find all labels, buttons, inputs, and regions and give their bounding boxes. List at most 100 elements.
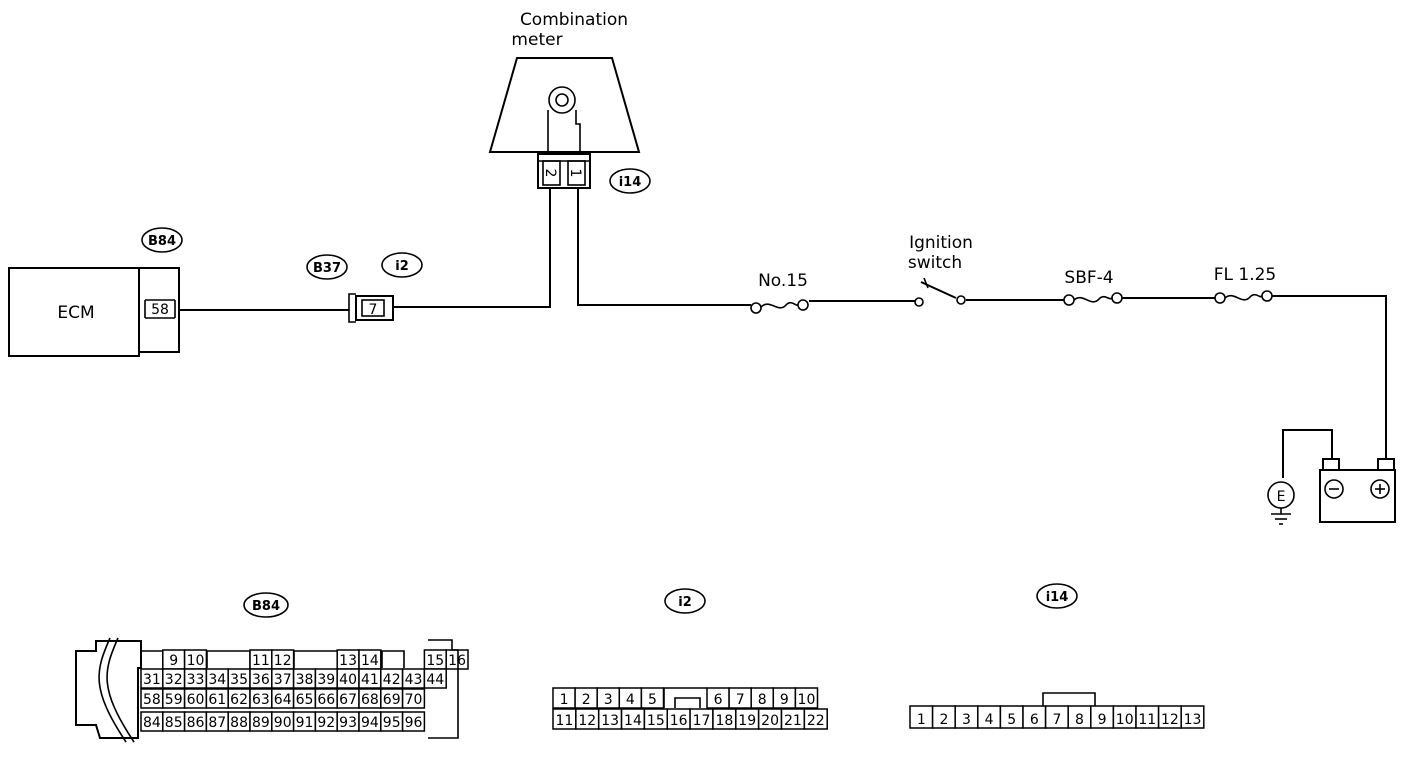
ecm-label: ECM: [57, 303, 94, 323]
meter-internal-wiring: [547, 110, 581, 152]
fuse-no15-label: No.15: [758, 271, 808, 291]
fuse-no15-element: [760, 301, 799, 309]
sbf-4-element: [1073, 295, 1113, 303]
svg-text:i2: i2: [395, 259, 409, 274]
b84-pin-58: 58: [143, 692, 161, 708]
svg-text:B37: B37: [313, 261, 341, 276]
i2-pin-5: 5: [648, 692, 657, 708]
i2-pin-19: 19: [738, 713, 756, 729]
i2-pin-2: 2: [582, 692, 591, 708]
b84-pin-15: 15: [426, 653, 444, 669]
i2-view-tag: [664, 588, 706, 614]
b84-pin-40: 40: [339, 672, 357, 688]
b84-pin-34: 34: [208, 672, 226, 688]
svg-text:i2: i2: [678, 595, 692, 610]
combination-meter-label-line1: Combination: [520, 10, 628, 30]
ignition-switch: Ignition switch: [908, 233, 973, 307]
b84-pin-92: 92: [317, 715, 335, 731]
i14-pin-2-label: 2: [542, 169, 558, 178]
i2-pin-15: 15: [647, 713, 665, 729]
i14-connector-body: [537, 153, 591, 189]
b84-pin-96-cell: [401, 711, 426, 732]
combination-meter: Combination meter 2 1 i14: [488, 10, 651, 194]
i14-pin-1: 1: [917, 712, 926, 728]
i2-pin-7: 7: [736, 692, 745, 708]
b84-pin-16: 16: [448, 653, 466, 669]
i14-pin-6: 6: [1030, 712, 1039, 728]
i2-pin-22-cell: [803, 708, 828, 730]
b84-connector-tag: [141, 227, 183, 253]
b84-pin-96: 96: [405, 715, 423, 731]
wire-battery-neg-to-ground: [1282, 429, 1333, 478]
wire-fl-to-battery-pos: [1272, 295, 1387, 460]
i14-view-tag: [1036, 583, 1078, 609]
sbf-4-label: SBF-4: [1064, 268, 1113, 288]
i2-pin-10-cell: [794, 687, 819, 709]
i2-connector-tag: [381, 252, 423, 278]
svg-text:i14: i14: [1046, 590, 1069, 605]
b84-pin-90: 90: [274, 715, 292, 731]
i14-pin-12: 12: [1161, 712, 1179, 728]
i14-pin-11: 11: [1138, 712, 1156, 728]
i2-pin-12: 12: [578, 713, 596, 729]
b84-pin-13: 13: [339, 653, 357, 669]
i14-view-lock: [1042, 692, 1096, 706]
ecm: ECM 58 B84: [8, 227, 183, 357]
b84-pin-36: 36: [252, 672, 270, 688]
combination-meter-label-line2: meter: [511, 30, 562, 50]
b84-pin-85: 85: [165, 715, 183, 731]
i2-pin-4: 4: [626, 692, 635, 708]
b84-pin-37: 37: [274, 672, 292, 688]
i14-pin-13-cell: [1180, 705, 1205, 729]
b84-pin-88: 88: [230, 715, 248, 731]
b84-pin-67: 67: [339, 692, 357, 708]
b84-pin-10: 10: [187, 653, 205, 669]
b84-view-housing-right: [428, 639, 459, 739]
bulb-filament: [555, 93, 569, 107]
battery: [1319, 458, 1396, 523]
i2-pin-18: 18: [715, 713, 733, 729]
b84-pin-38: 38: [296, 672, 314, 688]
b84-pin-61: 61: [208, 692, 226, 708]
ecm-pin-58: 58: [151, 302, 169, 318]
b84-pin-84: 84: [143, 715, 161, 731]
battery-pos-terminal: [1377, 458, 1395, 471]
b84-pin-86: 86: [187, 715, 205, 731]
b84-pin-65: 65: [296, 692, 314, 708]
i14-pin-5: 5: [1007, 712, 1016, 728]
i14-pin-7: 7: [1052, 712, 1061, 728]
i2-pin-13: 13: [601, 713, 619, 729]
wire-i2-to-meter: [393, 188, 551, 308]
b84-pin-94: 94: [361, 715, 379, 731]
fl-1-25-element: [1224, 293, 1263, 301]
i14-pin-3: 3: [962, 712, 971, 728]
b84-view-tag: [243, 592, 289, 618]
i2-pin-10: 10: [798, 692, 816, 708]
i14-pin-13: 13: [1184, 712, 1202, 728]
fuse-no15: No.15: [750, 271, 809, 314]
b84-pin-35: 35: [230, 672, 248, 688]
meter-bulb-icon: [548, 86, 576, 114]
b84-pin-14: 14: [361, 653, 379, 669]
i14-pin-2-slot: [542, 160, 561, 186]
i2-pin-17: 17: [693, 713, 711, 729]
ignition-switch-label-line1: Ignition: [909, 233, 973, 253]
i14-pin-4: 4: [985, 712, 994, 728]
b84-pin-44: 44: [426, 672, 444, 688]
i2-pin-14: 14: [624, 713, 642, 729]
b84-pin-32: 32: [165, 672, 183, 688]
b84-pin-31: 31: [143, 672, 161, 688]
b37-connector-tag: [306, 254, 348, 280]
b84-pin-70-cell: [401, 688, 426, 709]
svg-text:B84: B84: [148, 234, 176, 249]
i14-pin-2: 2: [939, 712, 948, 728]
i2-pin-9: 9: [780, 692, 789, 708]
i2-pin-21: 21: [784, 713, 802, 729]
b84-pin-89: 89: [252, 715, 270, 731]
ground-label: E: [1277, 489, 1286, 505]
